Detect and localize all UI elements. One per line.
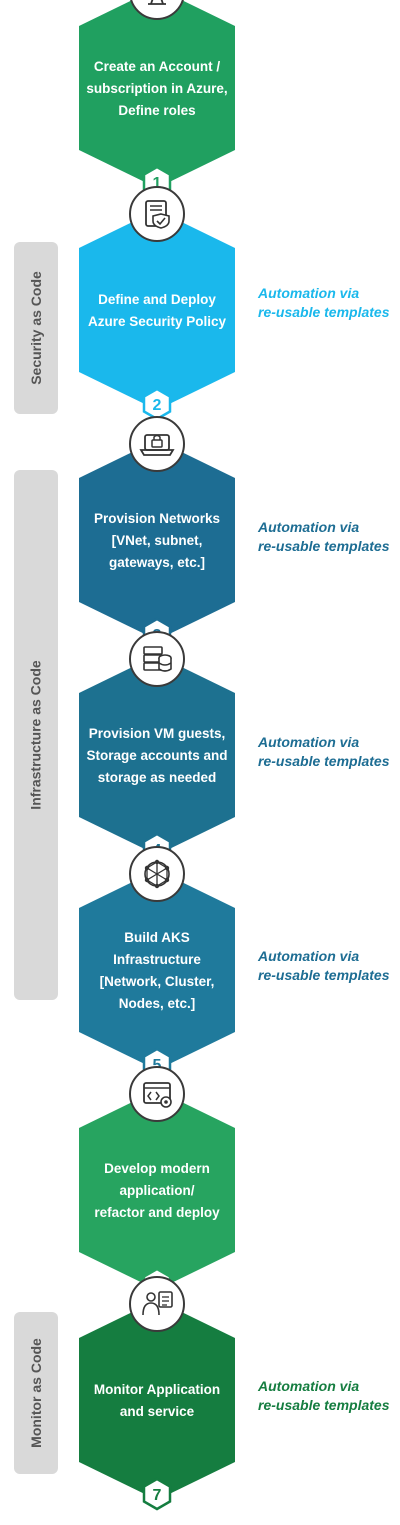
automation-note-line2: re-usable templates [258, 1397, 390, 1413]
step-text-line: Create an Account / [94, 59, 221, 74]
automation-note-line1: Automation via [258, 734, 360, 750]
step-icon-badge [129, 846, 185, 902]
step-hexagon [79, 0, 235, 188]
step-text-line: Storage accounts and [86, 748, 227, 763]
step-text-line: Nodes, etc.] [119, 996, 196, 1011]
step-7: Monitor Application and service 7 [79, 1276, 235, 1511]
automation-note: Automation via re-usable templates [258, 733, 398, 771]
step-text-line: gateways, etc.] [109, 555, 205, 570]
automation-note: Automation via re-usable templates [258, 947, 398, 985]
step-icon-badge [129, 1276, 185, 1332]
step-icon-badge [130, 0, 184, 20]
automation-note-line1: Automation via [258, 519, 360, 535]
step-1: Create an Account / subscription in Azure… [79, 0, 235, 199]
step-text-line: Provision Networks [94, 511, 220, 526]
step-number-badge: 2 [142, 387, 172, 421]
step-hexagon [79, 440, 235, 640]
step-text-line: [VNet, subnet, [112, 533, 203, 548]
step-3: Provision Networks [VNet, subnet, gateways… [79, 416, 235, 651]
step-hexagon [79, 870, 235, 1070]
step-6: Develop modern application/refactor and d… [79, 1066, 235, 1301]
step-number: 7 [153, 1487, 162, 1504]
automation-note-line1: Automation via [258, 948, 360, 964]
side-label-infrastructure: Infrastructure as Code [14, 470, 58, 1000]
side-label-monitor: Monitor as Code [14, 1312, 58, 1474]
step-text-line: Build AKS [124, 930, 190, 945]
step-text-line: refactor and deploy [94, 1205, 220, 1220]
step-text-line: Monitor Application [94, 1382, 220, 1397]
step-text-line: storage as needed [98, 770, 217, 785]
step-number-badge: 7 [142, 1477, 172, 1511]
step-icon-badge [129, 186, 185, 242]
step-text-line: Define and Deploy [98, 292, 216, 307]
step-4: Provision VM guests, Storage accounts and… [79, 631, 235, 866]
step-number: 5 [153, 1057, 162, 1074]
step-hexagon [79, 210, 235, 410]
automation-note: Automation via re-usable templates [258, 518, 398, 556]
step-text-line: Infrastructure [113, 952, 201, 967]
step-number: 1 [153, 175, 162, 192]
step-hexagon [79, 655, 235, 855]
automation-note-line2: re-usable templates [258, 967, 390, 983]
step-text-line: [Network, Cluster, [100, 974, 215, 989]
automation-note-line2: re-usable templates [258, 304, 390, 320]
step-5: Build AKS Infrastructure [Network, Cluster… [79, 846, 235, 1081]
step-hexagon [79, 1090, 235, 1290]
step-text-line: Provision VM guests, [89, 726, 226, 741]
automation-note: Automation via re-usable templates [258, 1377, 398, 1415]
automation-note-line1: Automation via [258, 1378, 360, 1394]
automation-note-line2: re-usable templates [258, 538, 390, 554]
step-text-line: subscription in Azure, [86, 81, 227, 96]
automation-note-line2: re-usable templates [258, 753, 390, 769]
step-icon-badge [129, 1066, 185, 1122]
step-text-line: Develop modern [104, 1161, 210, 1176]
step-number: 2 [153, 397, 162, 414]
step-text-line: Define roles [118, 103, 195, 118]
step-text-line: Azure Security Policy [88, 314, 227, 329]
automation-note: Automation via re-usable templates [258, 284, 398, 322]
automation-note-line1: Automation via [258, 285, 360, 301]
step-text-line: application/ [119, 1183, 194, 1198]
side-label-security: Security as Code [14, 242, 58, 414]
step-icon-badge [129, 416, 185, 472]
step-text-line: and service [120, 1404, 195, 1419]
step-hexagon [79, 1300, 235, 1500]
step-icon-badge [129, 631, 185, 687]
